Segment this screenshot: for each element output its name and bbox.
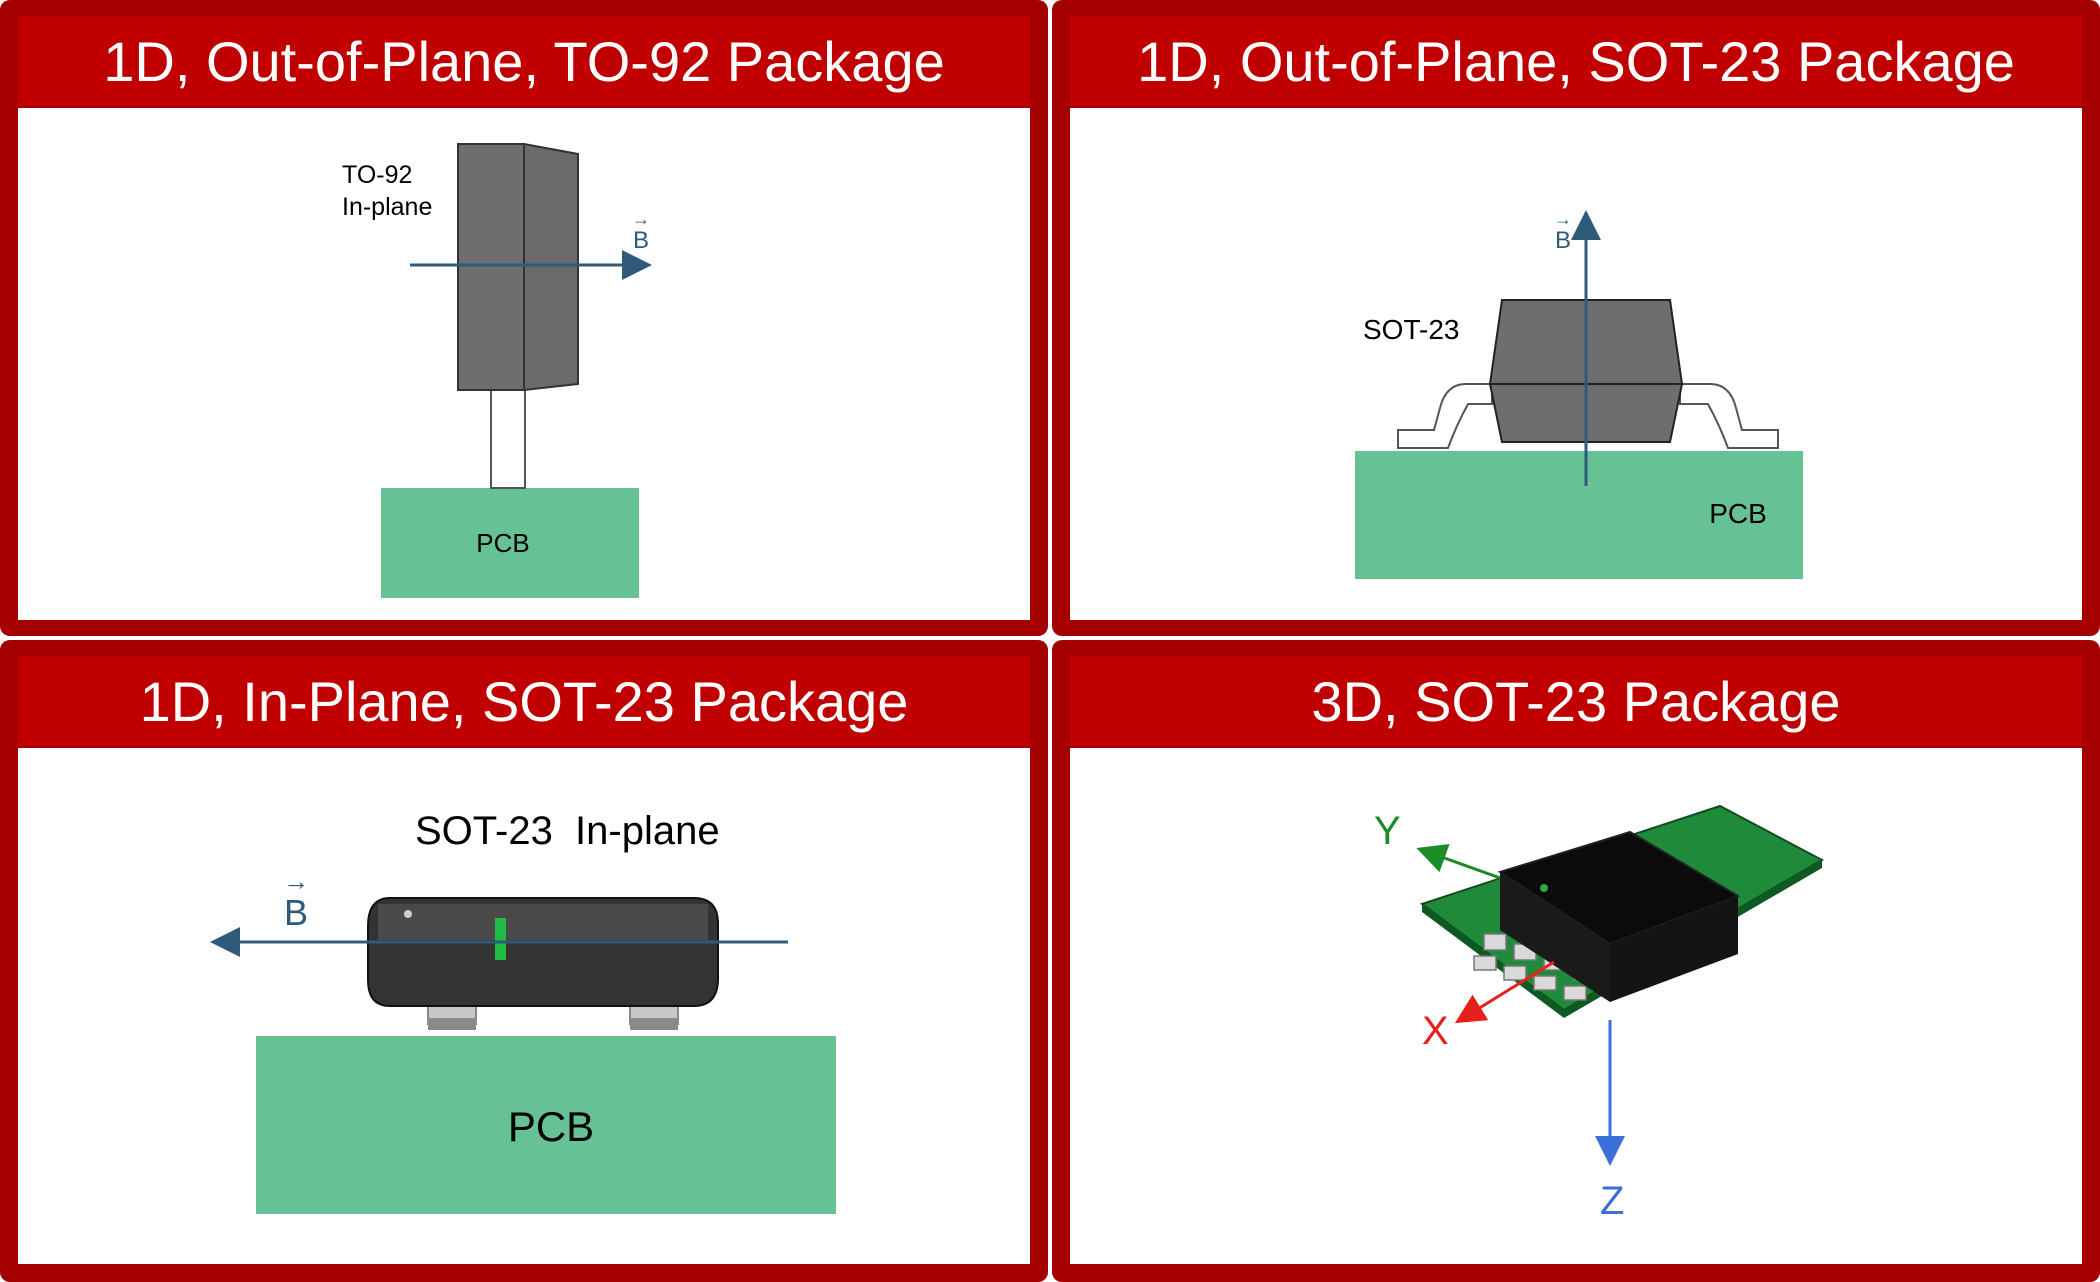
panel-sot23-in-plane: 1D, In-Plane, SOT-23 Package SOT-23 In-p…: [0, 640, 1048, 1282]
sot23-lead-left: [1397, 383, 1493, 449]
panel-title: 1D, In-Plane, SOT-23 Package: [18, 656, 1030, 746]
axis-z-label: Z: [1600, 1179, 1624, 1223]
sot23-in-plane-diagram: SOT-23 In-plane PCB B →: [210, 809, 836, 1214]
package-label: SOT-23 In-plane: [415, 809, 720, 853]
pcb-label: PCB: [508, 1103, 594, 1150]
sot23-vertical-diagram: PCB SOT-23 B →: [1355, 209, 1803, 579]
package-label-line1: TO-92: [342, 161, 412, 189]
pcb-label: PCB: [1709, 498, 1767, 529]
to92-body-side: [523, 142, 579, 392]
field-label: B: [1555, 227, 1571, 254]
sot23-lead-left-foot: [428, 1018, 476, 1030]
panel-sot23-out-of-plane: 1D, Out-of-Plane, SOT-23 Package PCB S: [1052, 0, 2100, 636]
sot23-3d-diagram: Y X: [1374, 804, 1825, 1223]
package-label-line2: In-plane: [342, 193, 432, 221]
vector-arrow-glyph: →: [1554, 209, 1572, 229]
sot23-body-highlight: [378, 904, 708, 940]
panel-title: 1D, Out-of-Plane, SOT-23 Package: [1070, 16, 2082, 106]
panel-title: 3D, SOT-23 Package: [1070, 656, 2082, 746]
pcb-block: [256, 1036, 836, 1214]
pin1-marker: [1540, 884, 1548, 892]
field-label: B: [633, 227, 649, 254]
package-label: SOT-23: [1363, 314, 1459, 345]
panel-3d-sot23: 3D, SOT-23 Package: [1052, 640, 2100, 1282]
field-label: B: [284, 892, 308, 933]
pin1-marker: [404, 910, 412, 918]
hall-sensor-element: [495, 918, 506, 960]
pcb-label: PCB: [476, 528, 529, 558]
axis-x: [1454, 960, 1555, 1024]
panel-body: PCB TO-92 In-plane B →: [18, 108, 1030, 620]
chip-front: [1500, 872, 1610, 1002]
pcb-block: [381, 488, 639, 598]
panel-body: Y X: [1070, 748, 2082, 1264]
axis-y-label: Y: [1374, 809, 1401, 853]
panel-title: 1D, Out-of-Plane, TO-92 Package: [18, 16, 1030, 106]
panel-body: PCB SOT-23 B →: [1070, 108, 2082, 620]
vector-arrow-glyph: →: [283, 866, 309, 896]
panel-to92-out-of-plane: 1D, Out-of-Plane, TO-92 Package PCB TO-9…: [0, 0, 1048, 636]
sot23-lead-right: [1679, 383, 1779, 449]
pcb-block: [1355, 451, 1803, 579]
chip-right: [1610, 896, 1738, 1002]
to92-diagram: PCB TO-92 In-plane B →: [342, 142, 652, 598]
to92-body-front: [457, 143, 525, 391]
panel-body: SOT-23 In-plane PCB B →: [18, 748, 1030, 1264]
axis-x-label: X: [1422, 1009, 1449, 1053]
to92-leads: [490, 387, 526, 489]
sot23-lead-right-foot: [630, 1018, 678, 1030]
vector-arrow-glyph: →: [632, 209, 650, 229]
